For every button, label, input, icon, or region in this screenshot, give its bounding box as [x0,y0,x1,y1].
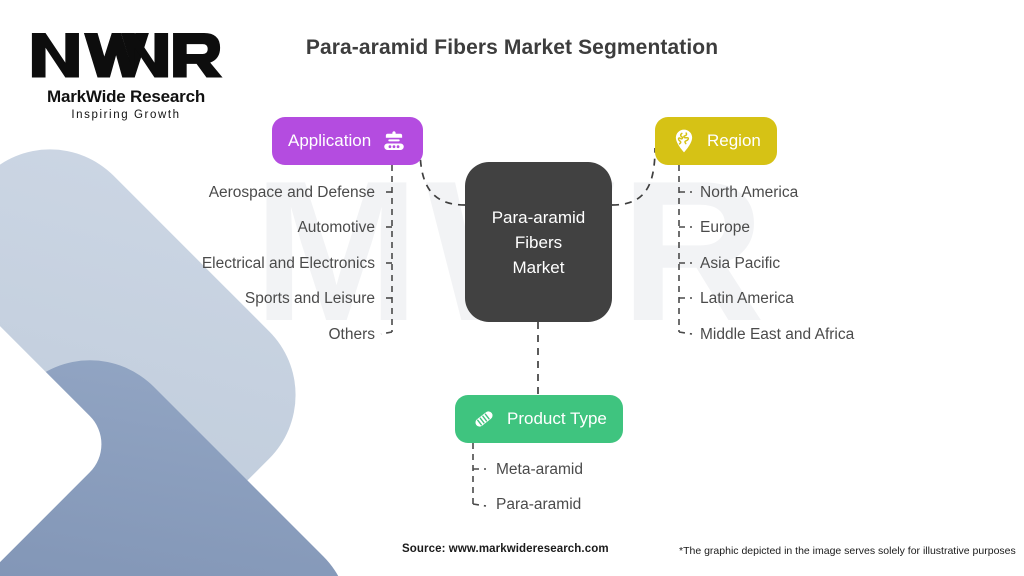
connector-center-application [419,147,466,206]
logo-company-name: MarkWide Research [46,87,206,106]
leaf-application-2: Electrical and Electronics [201,255,375,272]
leaf-region-4: Middle East and Africa [700,326,855,343]
connector-center-region [611,147,656,206]
logo-tagline: Inspiring Growth [71,109,181,121]
leaf-application-1: Automotive [297,219,375,236]
leaf-region-1: Europe [700,219,750,236]
leaf-application-0: Aerospace and Defense [208,184,375,201]
leaf-application-3: Sports and Leisure [244,290,375,307]
branch-label-product-type: Product Type [507,409,607,428]
brand-logo: MarkWide Research Inspiring Growth [26,28,226,121]
disclaimer-text: *The graphic depicted in the image serve… [679,545,1016,557]
tick-product-1 [472,503,487,507]
center-node: Para-aramid Fibers Market [465,162,612,322]
branch-badge-product-type[interactable]: Product Type [455,395,623,443]
leaf-product-type-0: Meta-aramid [496,461,583,478]
leaf-application-4: Others [328,326,375,343]
leaf-region-0: North America [700,184,799,201]
leaf-region-3: Latin America [700,290,794,307]
map-pin-globe-icon [675,129,693,153]
mwr-logo-icon [31,32,223,78]
leaf-region-2: Asia Pacific [700,255,781,272]
branch-badge-application[interactable]: Application [272,117,424,165]
center-node-line-1: Para-aramid [491,207,586,227]
center-node-line-2: Fibers [514,232,563,252]
page-title: Para-aramid Fibers Market Segmentation [305,36,719,59]
branch-label-application: Application [288,131,372,150]
center-node-line-3: Market [512,257,565,277]
branch-label-region: Region [707,131,761,150]
fiber-strand-icon [475,411,493,427]
factory-press-icon [384,131,404,150]
tick-application-4 [380,331,393,335]
tick-region-4 [678,331,693,335]
source-text: Source: www.markwideresearch.com [402,543,609,555]
branch-badge-region[interactable]: Region [655,117,777,165]
leaf-product-type-1: Para-aramid [496,496,582,513]
